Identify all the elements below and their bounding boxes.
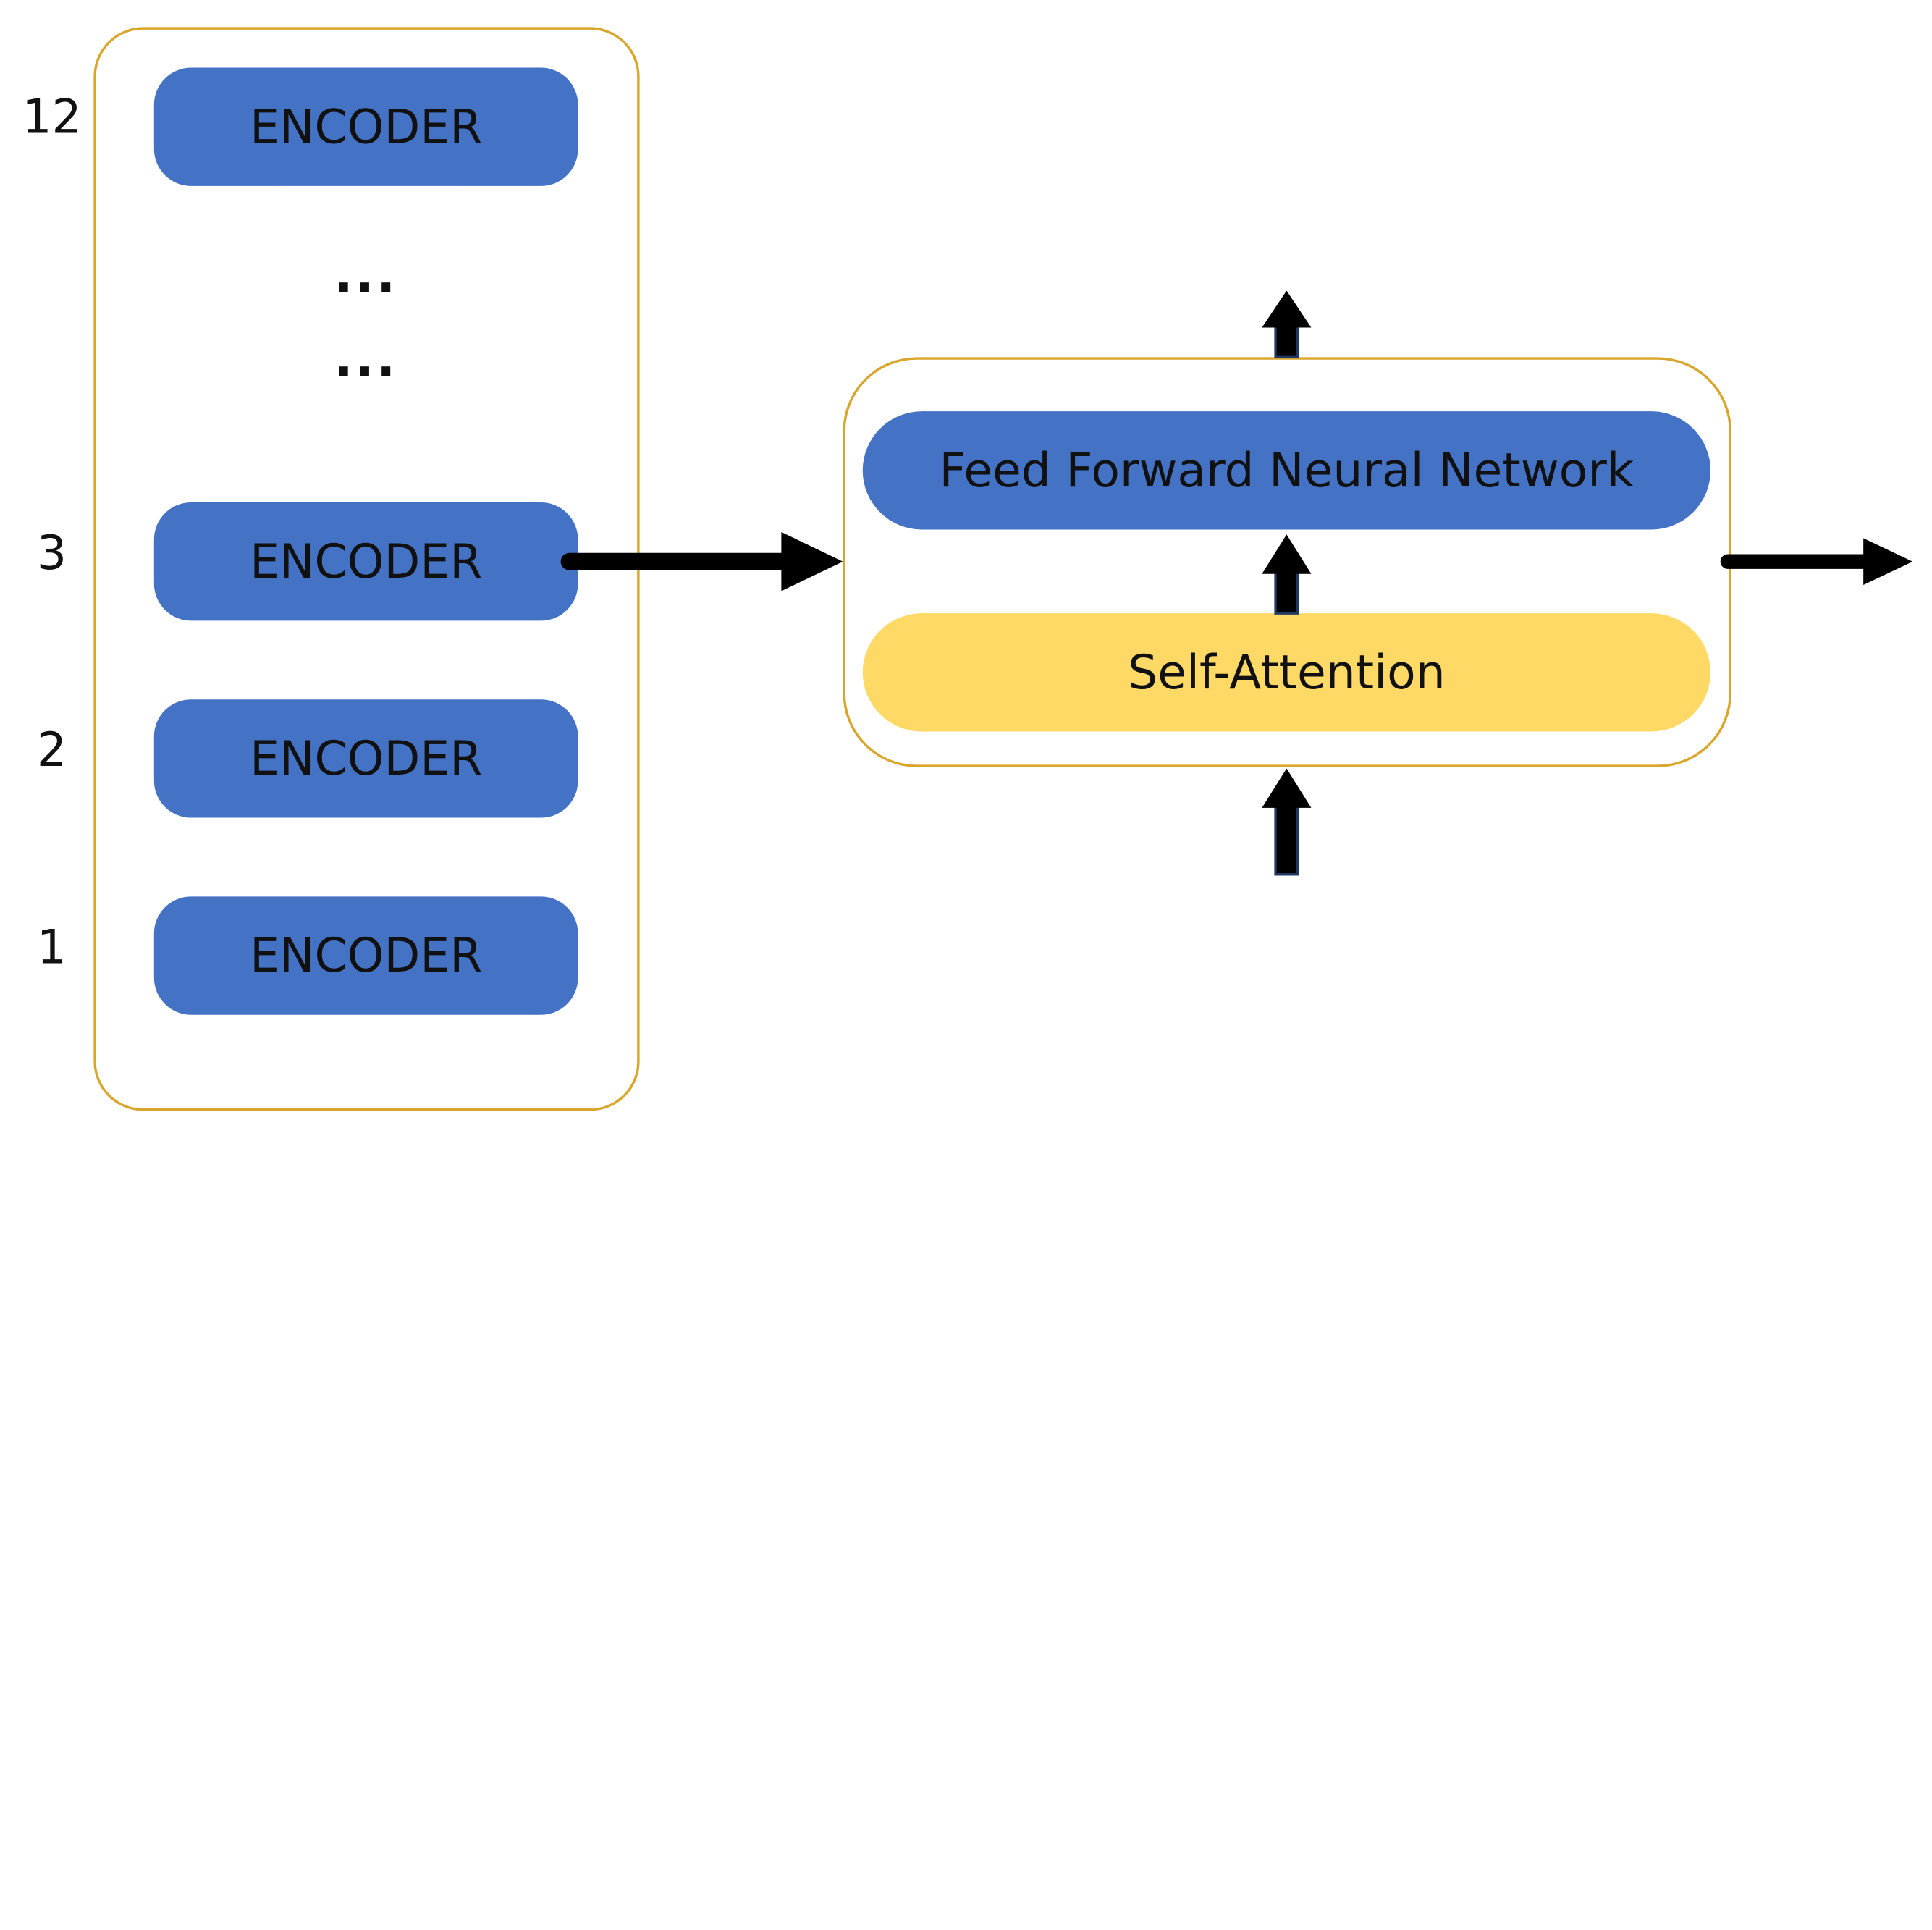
self-attention-label: Self-Attention [1128,645,1446,700]
layer-number-12: 12 [22,90,82,145]
arrow-output-right [1720,538,1913,586]
encoder-block-2: ENCODER [153,699,578,818]
ellipsis-lower: ... [334,331,398,388]
encoder-block-label: ENCODER [250,534,483,589]
self-attention-block: Self-Attention [862,613,1711,732]
arrows-layer [560,290,1913,876]
encoder-block-label: ENCODER [250,99,483,154]
layer-number-1: 1 [36,919,67,974]
encoder-block-label: ENCODER [250,928,483,983]
layer-number-2: 2 [36,722,67,778]
arrow-output-up [1262,290,1312,359]
layer-number-3: 3 [36,526,67,581]
encoder-block-label: ENCODER [250,731,483,786]
arrow-encoder-to-detail [560,531,843,591]
feed-forward-block: Feed Forward Neural Network [862,411,1711,530]
encoder-block-12: ENCODER [153,67,578,186]
ellipsis-upper: ... [334,247,398,305]
encoder-block-3: ENCODER [153,502,578,621]
arrow-input-up [1262,768,1312,876]
feed-forward-label: Feed Forward Neural Network [939,443,1634,498]
encoder-block-1: ENCODER [153,896,578,1015]
arrow-attention-to-ffnn [1262,534,1312,615]
